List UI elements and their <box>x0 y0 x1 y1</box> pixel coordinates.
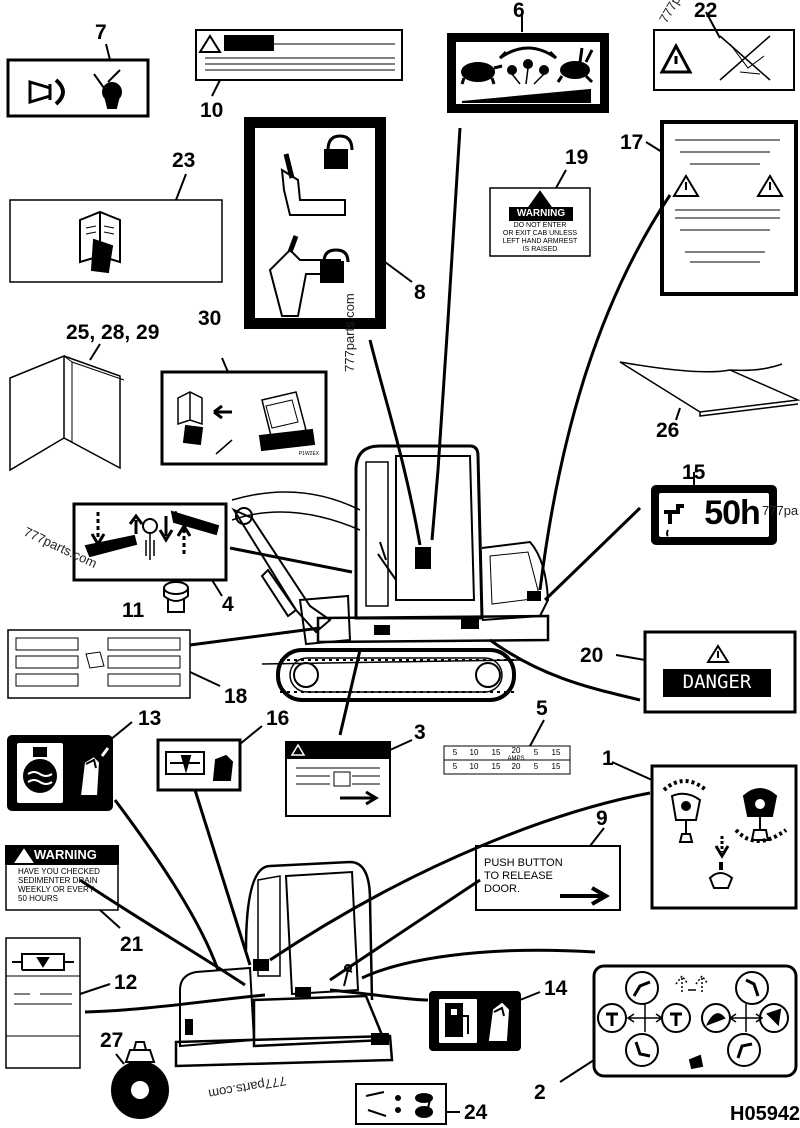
decal-10-warning-strip <box>195 29 403 97</box>
decal-15-text: 50h <box>704 494 761 532</box>
callout-22: 22 <box>694 0 718 22</box>
callout-30: 30 <box>198 307 222 330</box>
decal-21-line2: SEDIMENTER DRAIN <box>18 876 98 885</box>
callout-12: 12 <box>114 971 138 994</box>
decal-6-speed <box>447 14 609 113</box>
callout-10: 10 <box>200 99 224 122</box>
decal-19-line2: OR EXIT CAB UNLESS <box>502 230 578 237</box>
callout-11: 11 <box>122 599 145 622</box>
callout-25-28-29: 25, 28, 29 <box>66 321 160 344</box>
decal-19-line3: LEFT HAND ARMREST <box>502 238 578 245</box>
decal-8-lock <box>244 117 413 329</box>
callout-7: 7 <box>95 21 107 44</box>
decal-23-manual <box>9 173 223 283</box>
decal-1-joystick <box>611 761 798 910</box>
callout-19: 19 <box>565 146 589 169</box>
callout-3: 3 <box>414 721 426 744</box>
fuse-top-3: 15 <box>491 748 501 757</box>
excavator-main <box>231 444 550 702</box>
decal-2-pattern <box>559 964 798 1083</box>
decal-25-folder <box>9 343 125 472</box>
callout-1: 1 <box>602 747 614 770</box>
callout-4: 4 <box>222 593 234 616</box>
part-27-cap <box>111 1041 169 1119</box>
callout-6: 6 <box>513 0 525 22</box>
fuse-unit: AMPS <box>507 756 525 762</box>
decal-13-fuel-coolant <box>7 721 133 811</box>
fuse-top-2: 10 <box>469 748 479 757</box>
decal-9-line1: PUSH BUTTON <box>484 857 563 869</box>
fuse-top-1: 5 <box>452 748 458 757</box>
fuse-top-6: 15 <box>551 748 561 757</box>
fuse-top-4: 20 <box>511 746 521 755</box>
decal-22-sling <box>653 11 795 91</box>
decal-9-line2: TO RELEASE <box>484 870 553 882</box>
decal-7-horn <box>6 43 150 118</box>
decal-30-manual <box>160 357 328 466</box>
decal-19-line1: DO NOT ENTER <box>513 222 567 229</box>
fuse-top-5: 5 <box>533 748 539 757</box>
decal-14-fuel <box>429 991 541 1051</box>
callout-20: 20 <box>580 644 604 667</box>
decal-16-fuel-filter <box>156 725 263 792</box>
fuse-bottom-5: 5 <box>533 762 539 771</box>
callout-13: 13 <box>138 707 162 730</box>
callout-27: 27 <box>100 1029 124 1052</box>
callout-26: 26 <box>656 419 680 442</box>
decal-19-heading: WARNING <box>516 208 566 219</box>
decal-21-line3: WEEKLY OR EVERY <box>18 885 95 894</box>
decal-26-sheet <box>619 361 800 421</box>
fuse-bottom-1: 5 <box>452 762 458 771</box>
callout-17: 17 <box>620 131 644 154</box>
drawing-code: H05942 <box>730 1103 800 1125</box>
callout-23: 23 <box>172 149 196 172</box>
excavator-rear <box>174 860 394 1068</box>
decal-21-line4: 50 HOURS <box>18 894 59 903</box>
decal-5-fuse <box>443 719 571 775</box>
decal-30-code: P1W2EX <box>298 451 320 457</box>
decal-15-service <box>651 472 777 545</box>
decal-12-filter <box>5 937 111 1069</box>
callout-14: 14 <box>544 977 568 1000</box>
callout-21: 21 <box>120 933 144 956</box>
decal-9-line3: DOOR. <box>484 883 521 895</box>
watermark-right: 777pa <box>762 503 799 518</box>
watermark-vertical: 777parts.com <box>342 293 357 372</box>
decal-20-text: DANGER <box>682 671 752 693</box>
fuse-bottom-2: 10 <box>469 762 479 771</box>
callout-5: 5 <box>536 697 548 720</box>
fuse-bottom-4: 20 <box>511 762 521 771</box>
callout-18: 18 <box>224 685 248 708</box>
decal-3-warning <box>285 739 413 817</box>
decal-21-line1: HAVE YOU CHECKED <box>18 867 100 876</box>
decal-21-heading: WARNING <box>34 847 97 862</box>
callout-8: 8 <box>414 281 426 304</box>
leader-lines <box>79 127 672 1014</box>
decal-17-warning <box>645 120 798 296</box>
decal-19-frame <box>489 169 591 257</box>
decal-19-line4: IS RAISED <box>522 246 558 253</box>
decal-4-levers <box>72 502 228 597</box>
decal-20-danger <box>615 630 797 714</box>
callout-2: 2 <box>534 1081 546 1104</box>
decal-24-speed-small <box>355 1083 460 1125</box>
decal-21-frame <box>5 845 121 929</box>
fuse-bottom-3: 15 <box>491 762 501 771</box>
decal-9-door <box>475 827 621 911</box>
callout-15: 15 <box>682 461 706 484</box>
part-11-plug <box>163 581 189 613</box>
callout-16: 16 <box>266 707 290 730</box>
callout-24: 24 <box>464 1101 488 1124</box>
callout-9: 9 <box>596 807 608 830</box>
fuse-bottom-6: 15 <box>551 762 561 771</box>
decal-18-panel <box>7 629 221 699</box>
